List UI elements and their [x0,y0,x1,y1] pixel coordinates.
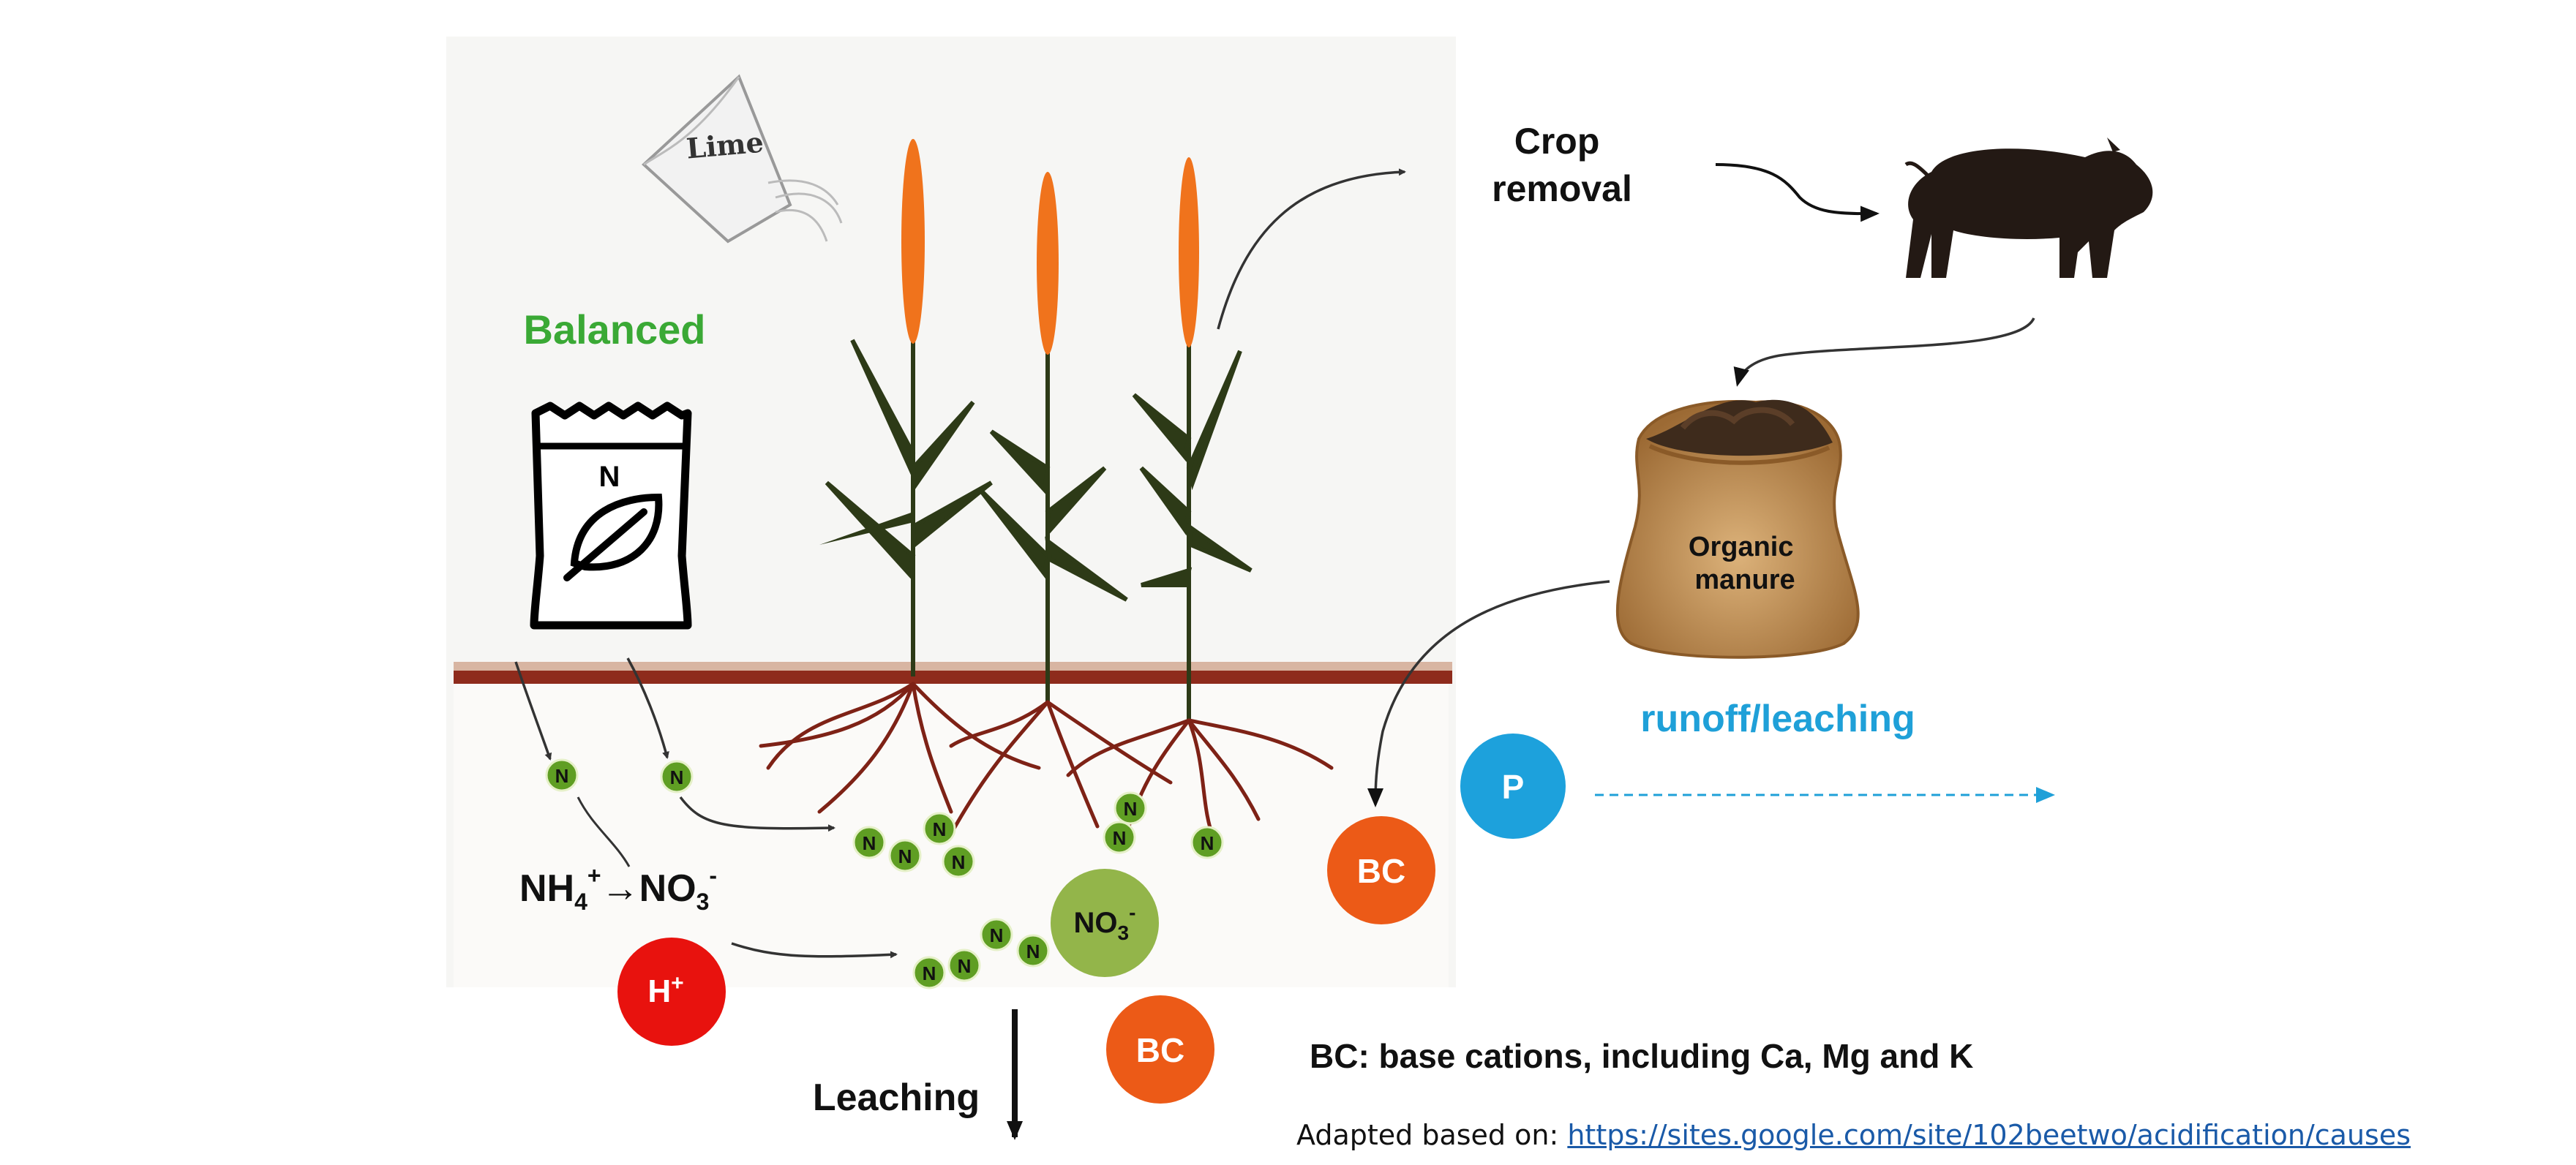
leaf-icon [563,493,663,581]
bc-surface-label: BC [1357,852,1405,890]
svg-text:N: N [898,845,912,867]
n-bead: N [888,839,922,872]
svg-text:N: N [933,818,947,840]
n-bead: N [1016,934,1050,968]
soil-surface-line [454,671,1452,684]
no3-ion-label: NO3- [1074,901,1136,944]
source-attribution: Adapted based on: https://sites.google.c… [1296,1119,2411,1151]
nitrification-line [577,796,631,867]
n-bead: N [660,760,694,793]
svg-text:N: N [555,765,569,787]
svg-text:N: N [990,924,1004,946]
n-bead: N [1190,826,1224,859]
source-prefix: Adapted based on: [1296,1119,1568,1151]
n-bead: N [980,918,1013,951]
n-bead: N [1114,791,1147,825]
p-ion-label: P [1502,768,1525,806]
n-bead: N [852,826,886,859]
crop-removal-line1: Crop [1514,121,1600,162]
crop-removal-label: Crop removal [1492,121,1632,209]
n-bead: N [545,758,579,792]
fertilizer-to-soil-arrows [514,657,898,959]
bc-ion-surface: BC [1327,816,1435,924]
to-pig-arrow [1715,163,1880,222]
svg-text:N: N [958,955,972,977]
bc-ion-lower: BC [1106,995,1214,1104]
bc-legend: BC: base cations, including Ca, Mg and K [1310,1037,1973,1075]
organic-line1: Organic [1689,532,1794,562]
nitrification-formula: NH4+→NO3- [519,862,717,915]
runoff-label: runoff/leaching [1640,698,1915,740]
organic-line2: manure [1694,565,1795,595]
fertilizer-bag-icon: N [530,401,692,630]
svg-text:N: N [1124,798,1138,820]
lime-bag-icon: Lime [642,74,843,244]
to-bc-arrow [1367,580,1610,807]
organic-manure-label: Organic manure [1689,532,1801,595]
n-bead: N [912,956,946,989]
bc-lower-label: BC [1136,1031,1184,1069]
svg-text:N: N [863,832,876,854]
h-ion: H+ [617,938,726,1046]
to-manure-arrow [1733,317,2035,387]
fertilizer-n-label: N [599,461,620,493]
n-beads: N N N N N N N N N N N N N [545,758,1224,989]
svg-text:N: N [1201,832,1214,854]
manure-sack-icon: Organic manure [1615,399,1860,659]
p-ion: P [1460,734,1566,839]
balanced-label: Balanced [524,306,706,352]
leaching-label: Leaching [813,1077,980,1119]
no3-ion: NO3- [1051,869,1159,977]
svg-text:N: N [923,962,936,984]
h-ion-label: H+ [647,971,683,1009]
crop-removal-arrow [1217,168,1406,330]
pig-icon [1904,137,2153,278]
crop-removal-line2: removal [1492,168,1632,209]
n-bead: N [947,949,981,982]
n-bead: N [942,845,975,878]
wheat-plants [819,322,1253,720]
n-bead: N [923,812,956,845]
source-link[interactable]: https://sites.google.com/site/102beetwo/… [1567,1119,2411,1151]
svg-text:N: N [1026,940,1040,962]
svg-text:N: N [670,766,684,788]
n-bead: N [1103,821,1136,854]
plant-roots [759,682,1334,843]
svg-text:N: N [1113,827,1127,849]
wheat-heads [901,139,1199,355]
lime-label: Lime [685,126,765,165]
svg-text:N: N [952,851,966,873]
